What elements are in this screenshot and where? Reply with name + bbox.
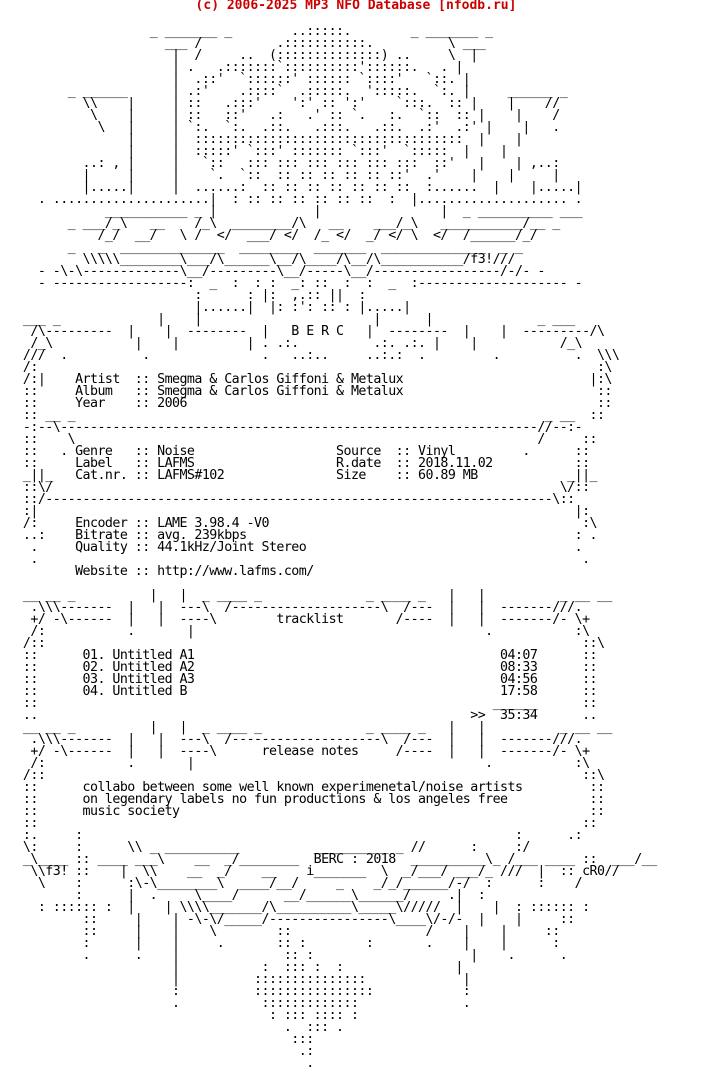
nfo-line: :: . Genre :: Noise Source :: Vinyl . :: (8, 444, 590, 459)
nfo-line: . . (8, 552, 590, 567)
nfo-line: . .....................| : :: :: :: :: :… (8, 192, 583, 207)
nfo-line: .: (8, 1044, 314, 1059)
nfo-line: : ::: :::: : (8, 1008, 359, 1023)
nfo-line: | ::::::::::::::: | (8, 972, 471, 987)
nfo-line: :: 02. Untitled A2 08:33 :: (8, 660, 598, 675)
nfo-line: ::: (8, 1032, 314, 1047)
nfo-line: - ------------------: _ : : : _: :: : : … (8, 276, 583, 291)
nfo-line: : :::::::::::::::: : (8, 984, 471, 999)
nfo-line: /: Encoder :: LAME 3.98.4 -V0 :\ (8, 516, 598, 531)
nfo-line: :: __ _ _ __ :: (8, 408, 605, 423)
nfo-line: ___ / .:::::::::::. \ ___ (8, 36, 486, 51)
nfo-line: . ::::::::::::: . (8, 996, 471, 1011)
nfo-line: :: ______ :: (8, 696, 598, 711)
nfo-line: ::/-------------------------------------… (8, 492, 575, 507)
nfo-line: .. >> 35:34 .. (8, 708, 598, 723)
nfo-line: /_/ __/ \ / </ ___/ </ /_ </ _/ </ \ </ … (8, 228, 538, 243)
nfo-line: \ | | :: ::' .: .' :: `. :. `:: :: | | / (8, 108, 560, 123)
nfo-line: :: Album :: Smegma & Carlos Giffoni & Me… (8, 384, 613, 399)
nfo-line: /\--------- | | -------- | B E R C | ---… (8, 324, 605, 339)
nfo-line: \\f3! :: | \\ __ _/ __ i_______ \ _/___/… (8, 864, 620, 879)
nfo-line: | | ::::::::::::::::::::::::::::::::::::… (8, 132, 523, 147)
nfo-line: : | | . :: : : . | | : (8, 936, 561, 951)
nfo-line: -:--\-----------------------------------… (8, 420, 583, 435)
nfo-line: ___ _ | | | | _ ___ (8, 312, 575, 327)
nfo-line: :: Label :: LAFMS R.date :: 2018.11.02 :… (8, 456, 590, 471)
nfo-line: |......| |: :': :: : |.....| (8, 300, 568, 315)
nfo-line: _\____ :: ____ ___\ __ _/________ BERC :… (8, 852, 657, 867)
nfo-line: | | | `. `:: :: :: :: :: :: ::' .' | | | (8, 168, 561, 183)
nfo-line: ..: Bitrate :: avg. 239kbps : . (8, 528, 598, 543)
nfo-line: :: \ / :: (8, 432, 598, 447)
nfo-line: _ _______ _ ..:::::. _ _______ _ (8, 24, 494, 39)
nfo-line: Website :: http://www.lafms.com/ (8, 564, 314, 579)
nfo-line: | .::' `::::::' :::::: `::::' `::. | (8, 72, 471, 87)
nfo-line: : : |: ,.:: || : (8, 288, 508, 303)
nfo-line: /:: ::\ (8, 636, 605, 651)
nfo-line: /: :\ (8, 360, 613, 375)
nfo-line: \\\\\________\___/\______\__/\____/\__/\… (8, 252, 516, 267)
nfo-line: ..: , | | `:: ::: ::: ::: ::: ::: ::: ::… (8, 156, 561, 171)
nfo-line: . ::: . (8, 1020, 344, 1035)
nfo-line: __ __ _ | | _ ____ _ _ ____ _ | | _ __ _… (8, 720, 613, 735)
nfo-line: :: collabo between some well known exper… (8, 780, 605, 795)
nfo-line: :: on legendary labels no fun production… (8, 792, 605, 807)
nfo-line: \\ | | :: .:::' ':' :: ':' `:::. :: | | … (8, 96, 561, 111)
nfo-line: . Quality :: 44.1kHz/Joint Stereo . (8, 540, 583, 555)
nfo-line: :. : : .: (8, 828, 583, 843)
nfo-line: _||_ Cat.nr. :: LAFMS#102 Size :: 60.89 … (8, 468, 598, 483)
nfo-line: ::\/ \/:: (8, 480, 590, 495)
nfo-line: :: 03. Untitled A3 04:56 :: (8, 672, 598, 687)
nfo-line: | | :::::' `:::' ::::::: `:::' `::::: | … (8, 144, 508, 159)
nfo-line: +/ -\------ | | ----\ release notes /---… (8, 744, 590, 759)
nfo-line: ___________ _ | | | _ __________ ___ (8, 204, 583, 219)
nfo-line: /_\ | | | . .:. .:. .:. | | /_\ (8, 336, 583, 351)
nfo-line: :| |: (8, 504, 590, 519)
nfo-line: /:| Artist :: Smegma & Carlos Giffoni & … (8, 372, 613, 387)
nfo-line: _ _ ______________ ________ _______ ____… (8, 240, 523, 255)
nfo-line: .\\\------- | | ---\ /------------------… (8, 732, 583, 747)
nfo-line: +/ -\------ | | ----\ tracklist /---- | … (8, 612, 590, 627)
nfo-line: | : ::: : : | (8, 960, 463, 975)
nfo-line: /: . | . :\ (8, 756, 590, 771)
nfo-line: :: Year :: 2006 :: (8, 396, 613, 411)
nfo-line: |.....| | ......: :: :: :: :: :: :: :: :… (8, 180, 583, 195)
nfo-line: __ __ _ | | _ ____ _ _ ____ _ | | _ __ _… (8, 588, 613, 603)
nfo-line: :: | | \ :: / | | :: (8, 924, 561, 939)
nfo-line: \ | | `:. `:. .::. .:::. .::. .:' .:' | … (8, 120, 560, 135)
nfo-line: :: music society :: (8, 804, 605, 819)
nfo-line: . (8, 1056, 314, 1071)
nfo-line: - -\-\-------------\__/---------\__/----… (8, 264, 546, 279)
nfo-line: | . .:::::::`::::::::::'::::::. . | (8, 60, 463, 75)
nfo-line: /// . . . ..:.. ..:.: . . . \\\ (8, 348, 620, 363)
nfo-line: . . | :: : | . . (8, 948, 568, 963)
nfo-line: :: :: (8, 816, 598, 831)
nfo-line: | / .. (::::::::::::::) .. \ | (8, 48, 478, 63)
nfo-line: /: . | . :\ (8, 624, 590, 639)
nfo-ascii-art: _ _______ _ ..:::::. _ _______ _ ___ / .… (8, 14, 657, 1070)
nfo-line: : | . \____/ __/______\______/ .| : (8, 888, 486, 903)
nfo-line: \ : :\-\________\ ____/__/ _ _/_/______/… (8, 876, 583, 891)
nfo-line: _ ___/_\ __ /_\ ________/\ __ ___/_\ ___… (8, 216, 561, 231)
site-header: (c) 2006-2025 MP3 NFO Database [nfodb.ru… (195, 0, 517, 13)
nfo-line: :: 01. Untitled A1 04:07 :: (8, 648, 598, 663)
nfo-line: : :::::: : | | \\\\_______/\__________\_… (8, 900, 590, 915)
nfo-line: :: 04. Untitled B 17:58 :: (8, 684, 598, 699)
nfo-line: :: | | -\-\/_____/----------------\____\… (8, 912, 576, 927)
nfo-line: /:: ::\ (8, 768, 605, 783)
nfo-line: _ ______ | .:' .::::` .:::::. ':::::. `:… (8, 84, 568, 99)
nfo-line: .\\\------- | | ---\ /------------------… (8, 600, 583, 615)
nfo-line: \: : \\ _ __________ __________ _ // : :… (8, 840, 531, 855)
